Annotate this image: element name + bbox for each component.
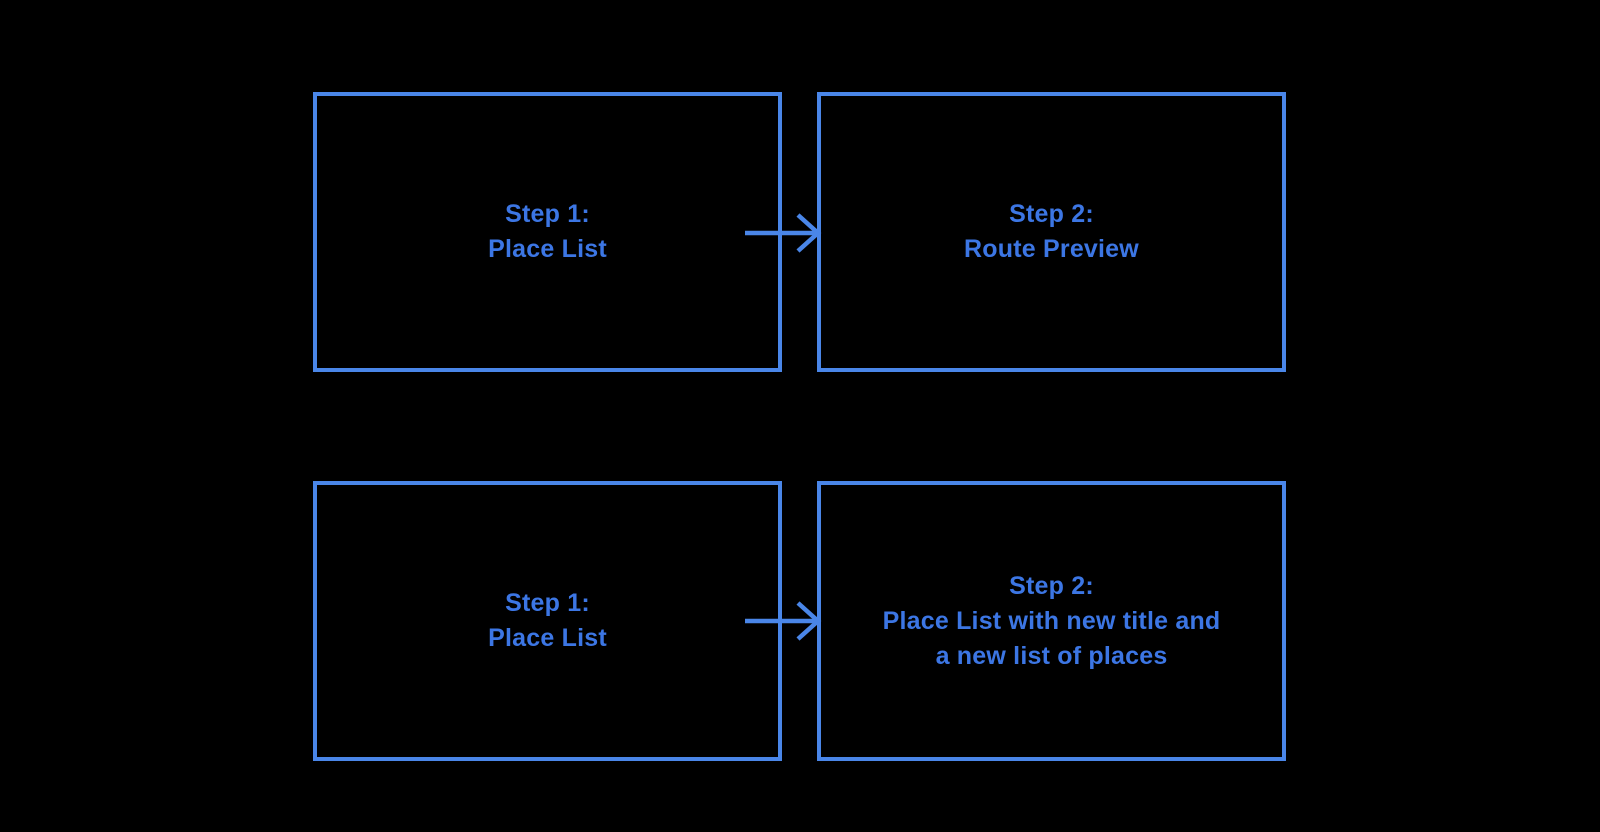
box-row2-step1: Step 1: Place List (313, 481, 782, 761)
box-row2-step2-label: Step 2: Place List with new title and a … (882, 571, 1221, 670)
box-row2-step2: Step 2: Place List with new title and a … (817, 481, 1286, 761)
box-row1-step1: Step 1: Place List (313, 92, 782, 372)
box-row2-step1-label: Step 1: Place List (488, 589, 607, 652)
box-row1-step2: Step 2: Route Preview (817, 92, 1286, 372)
arrow-right-icon-row2 (745, 601, 822, 641)
box-row1-step1-label: Step 1: Place List (488, 200, 607, 263)
arrow-right-icon-row1 (745, 213, 822, 253)
box-row1-step2-label: Step 2: Route Preview (964, 200, 1139, 263)
